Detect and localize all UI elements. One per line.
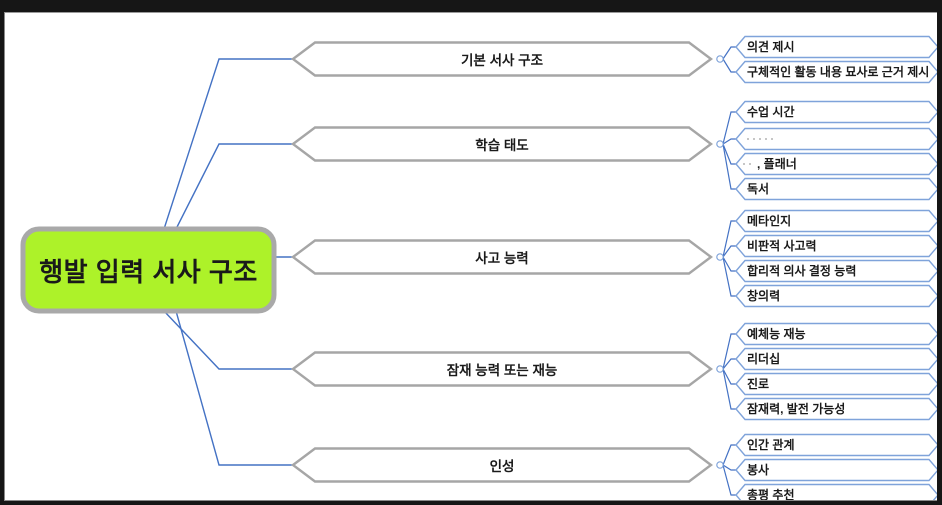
child-label-4-2[interactable]: 리더십 [747, 351, 781, 366]
child-label-2-3[interactable]: , 플래너 [757, 156, 797, 171]
connector-b2-c3 [722, 143, 736, 165]
connector-root-branch2 [175, 143, 293, 230]
connector-b3-c4 [722, 256, 736, 297]
connector-b4-c3 [722, 368, 736, 385]
junction-dot-2 [716, 140, 724, 148]
connector-b5-c2 [722, 464, 736, 471]
branch-label-5[interactable]: 인성 [489, 459, 515, 474]
connector-b5-c3 [722, 464, 736, 496]
child-label-5-2[interactable]: 봉사 [747, 462, 770, 477]
connector-b3-c1 [722, 220, 736, 258]
connector-root-branch1 [163, 58, 293, 230]
connector-root-branch4 [163, 310, 293, 370]
child-label-2-1[interactable]: 수업 시간 [747, 104, 795, 119]
mindmap-shapes [20, 35, 937, 500]
connector-b1-c1 [722, 46, 736, 60]
junction-dot-5 [716, 461, 724, 469]
child-label-3-2[interactable]: 비판적 사고력 [747, 238, 817, 253]
child-label-1-1[interactable]: 의견 제시 [747, 39, 795, 54]
child-label-4-1[interactable]: 예체능 재능 [747, 326, 806, 341]
connector-b5-c1 [722, 444, 736, 466]
root-node-shape[interactable] [20, 226, 277, 314]
connector-b2-c1 [722, 111, 736, 145]
child-label-3-3[interactable]: 합리적 의사 결정 능력 [747, 263, 857, 278]
connector-b4-c4 [722, 368, 736, 410]
child-label-4-4[interactable]: 잠재력, 발전 가능성 [747, 401, 846, 416]
connector-b4-c1 [722, 333, 736, 370]
connector-b2-c2 [722, 138, 736, 145]
branch-label-4[interactable]: 잠재 능력 또는 재능 [446, 363, 558, 378]
connector-b3-c3 [722, 256, 736, 272]
branch-label-1[interactable]: 기본 서사 구조 [460, 53, 544, 68]
junction-dot-4 [716, 365, 724, 373]
child-label-2-4[interactable]: 독서 [747, 181, 770, 196]
child-label-4-3[interactable]: 진로 [747, 376, 770, 391]
connector-b3-c2 [722, 245, 736, 258]
child-label-5-1[interactable]: 인간 관계 [747, 437, 795, 452]
branch-label-3[interactable]: 사고 능력 [475, 251, 529, 266]
redaction-smudge [743, 163, 753, 165]
root-node-label[interactable]: 행발 입력 서사 구조 [39, 256, 258, 287]
child-label-3-4[interactable]: 창의력 [747, 288, 781, 303]
child-label-1-2[interactable]: 구체적인 활동 내용 묘사로 근거 제시 [747, 64, 930, 79]
connector-b4-c2 [722, 358, 736, 370]
branch-label-2[interactable]: 학습 태도 [475, 138, 529, 153]
junction-dot-1 [716, 55, 724, 63]
connector-b1-c2 [722, 58, 736, 73]
child-label-3-1[interactable]: 메타인지 [747, 213, 792, 228]
child-label-5-3[interactable]: 총평 추천 [747, 487, 795, 501]
connector-root-branch5 [175, 310, 293, 466]
mindmap-canvas: 행발 입력 서사 구조 기본 서사 구조 학습 태도 사고 능력 잠재 능력 또… [4, 12, 937, 501]
junction-dot-3 [716, 253, 724, 261]
connector-b2-c4 [722, 143, 736, 190]
redaction-smudge [747, 138, 773, 140]
